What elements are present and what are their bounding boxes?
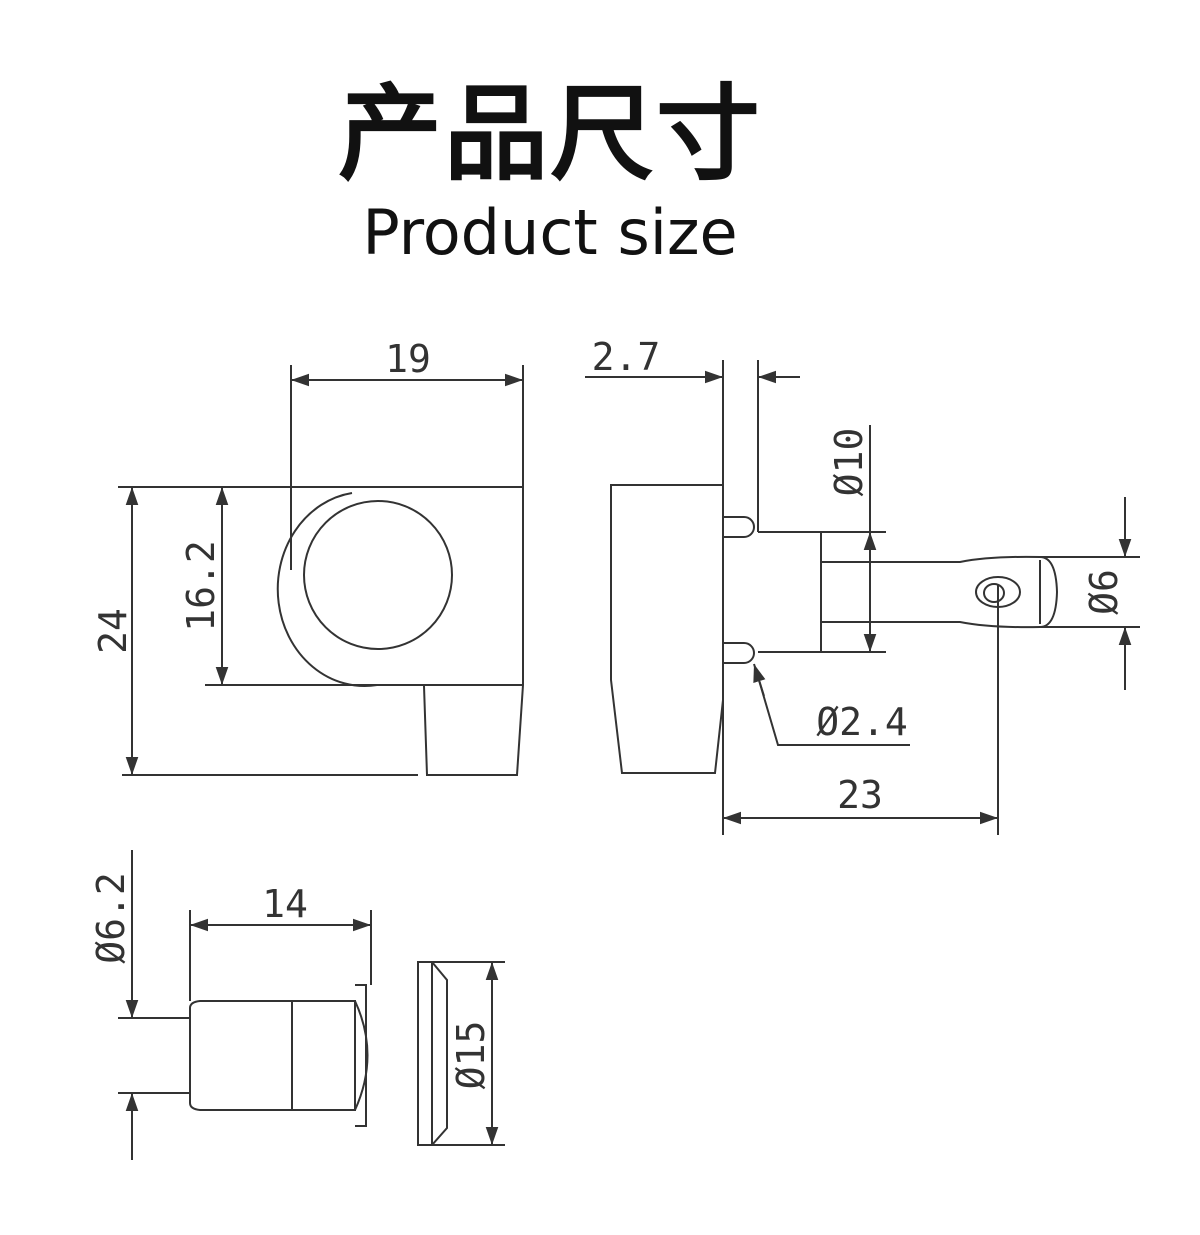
side-shaft (821, 555, 1059, 629)
side-string-hole-inner (983, 583, 1005, 603)
dim-16-2-label: 16.2 (179, 540, 223, 632)
dim-dia-2-4-label: Ø2.4 (816, 700, 908, 744)
side-bushing (758, 531, 822, 653)
washer-view: Ø15 (417, 961, 505, 1146)
dim-dia-2-4-arrow (753, 663, 766, 697)
front-knob-inner-circle (303, 500, 453, 650)
dim-23-label: 23 (837, 773, 883, 817)
dim-19-label: 19 (385, 337, 431, 381)
side-pin-top (723, 516, 755, 538)
side-pin-bottom (723, 642, 755, 664)
front-view: 19 24 16.2 (91, 337, 524, 776)
dim-dia-6-2-label: Ø6.2 (89, 872, 133, 964)
bushing-view: 14 Ø6.2 (89, 850, 372, 1160)
page-title-chinese: 产品尺寸 (337, 73, 762, 195)
dim-2-7-label: 2.7 (592, 335, 661, 379)
side-body-outline (610, 484, 724, 774)
side-view: 2.7 Ø10 Ø6 Ø2.4 23 (585, 335, 1140, 835)
front-body-outline (118, 486, 524, 776)
dim-dia-10-label: Ø10 (827, 428, 871, 497)
page-title-english: Product size (362, 196, 738, 269)
dim-dia-15-label: Ø15 (449, 1021, 493, 1090)
bushing-body (189, 1000, 356, 1111)
dim-dia-6-label: Ø6 (1082, 569, 1126, 615)
front-knob-outer-arc (276, 492, 378, 687)
bushing-flange (354, 984, 369, 1127)
dim-24-label: 24 (91, 608, 135, 654)
dim-14-label: 14 (262, 882, 308, 926)
